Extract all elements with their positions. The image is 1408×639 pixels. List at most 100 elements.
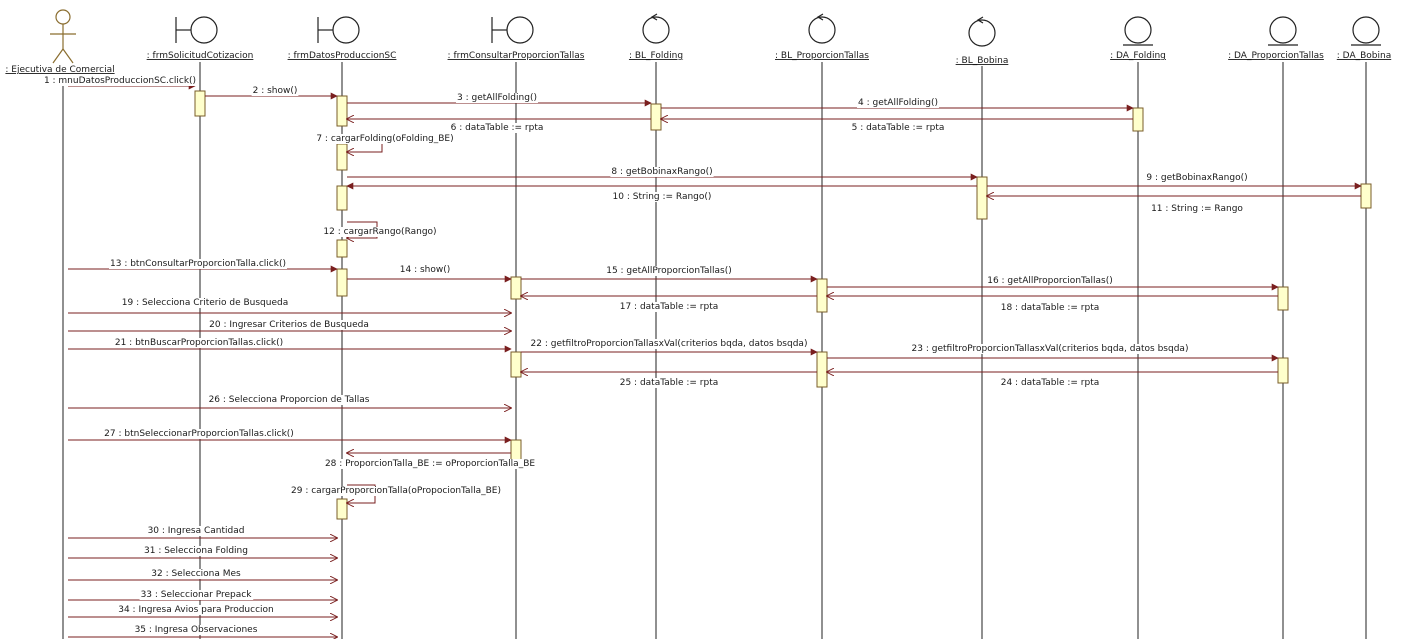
activation-bar	[976, 176, 988, 220]
participant-blFolding: : BL_Folding	[629, 13, 683, 61]
activation-bar	[1277, 286, 1289, 311]
participant-blProporcion: : BL_ProporcionTallas	[775, 13, 869, 61]
actor-icon	[50, 9, 76, 64]
message-20: 20 : Ingresar Criterios de Busqueda	[68, 320, 511, 331]
message-18: 18 : dataTable := rpta	[827, 296, 1278, 313]
message-label: 2 : show()	[253, 86, 298, 96]
message-21: 21 : btnBuscarProporcionTallas.click()	[68, 338, 512, 353]
participant-label: : DA_Folding	[1110, 51, 1166, 61]
message-label: 22 : getfiltroProporcionTallasxVal(crite…	[531, 339, 808, 349]
participant-blBobina: : BL_Bobina	[956, 16, 1009, 66]
control-icon	[968, 16, 996, 47]
message-label: 3 : getAllFolding()	[457, 93, 537, 103]
message-3: 3 : getAllFolding()	[347, 93, 652, 107]
participant-daBobina: : DA_Bobina	[1337, 16, 1391, 61]
message-15: 15 : getAllProporcionTallas()	[521, 266, 818, 283]
message-26: 26 : Selecciona Proporcion de Tallas	[68, 395, 511, 408]
message-1: 1 : mnuDatosProduccionSC.click()	[42, 76, 198, 90]
participant-label: : DA_ProporcionTallas	[1228, 51, 1324, 61]
participant-label: : DA_Bobina	[1337, 51, 1391, 61]
message-label: 30 : Ingresa Cantidad	[148, 526, 245, 536]
activation-bar	[1277, 357, 1289, 384]
message-10: 10 : String := Rango()	[346, 182, 977, 202]
message-label: 6 : dataTable := rpta	[451, 123, 544, 133]
participant-frmConsultar: : frmConsultarProporcionTallas	[448, 16, 585, 61]
message-2: 2 : show()	[205, 86, 338, 100]
participant-label: : BL_ProporcionTallas	[775, 51, 869, 61]
message-32: 32 : Selecciona Mes	[68, 569, 337, 580]
message-35: 35 : Ingresa Observaciones	[68, 625, 337, 637]
message-label: 9 : getBobinaxRango()	[1146, 173, 1247, 183]
entity-icon	[1123, 16, 1153, 46]
boundary-icon	[175, 16, 218, 44]
participant-ejecutiva: : Ejecutiva de Comercial	[5, 9, 115, 75]
participant-label: : frmDatosProduccionSC	[288, 51, 397, 61]
message-label: 28 : ProporcionTalla_BE := oProporcionTa…	[325, 459, 535, 469]
activation-bar	[510, 276, 522, 300]
activation-bar	[336, 95, 348, 127]
message-label: 12 : cargarRango(Rango)	[323, 227, 436, 237]
message-label: 35 : Ingresa Observaciones	[135, 625, 258, 635]
message-label: 1 : mnuDatosProduccionSC.click()	[44, 76, 196, 86]
message-label: 20 : Ingresar Criterios de Busqueda	[209, 320, 369, 330]
message-label: 10 : String := Rango()	[613, 192, 712, 202]
message-label: 26 : Selecciona Proporcion de Tallas	[209, 395, 370, 405]
message-28: 28 : ProporcionTalla_BE := oProporcionTa…	[323, 453, 537, 469]
message-label: 18 : dataTable := rpta	[1001, 303, 1100, 313]
message-17: 17 : dataTable := rpta	[521, 296, 817, 312]
entity-icon	[1351, 16, 1381, 46]
message-label: 4 : getAllFolding()	[858, 98, 938, 108]
message-label: 17 : dataTable := rpta	[620, 302, 719, 312]
message-19: 19 : Selecciona Criterio de Busqueda	[68, 298, 511, 313]
message-label: 24 : dataTable := rpta	[1001, 378, 1100, 388]
control-icon	[642, 13, 670, 44]
activation-bar	[510, 351, 522, 378]
participant-label: : Ejecutiva de Comercial	[5, 65, 114, 75]
message-label: 27 : btnSeleccionarProporcionTallas.clic…	[104, 429, 294, 439]
entity-icon	[1268, 16, 1298, 46]
boundary-icon	[317, 16, 360, 44]
message-7: 7 : cargarFolding(oFolding_BE)	[315, 134, 455, 152]
message-label: 11 : String := Rango	[1151, 204, 1243, 214]
message-label: 15 : getAllProporcionTallas()	[606, 266, 732, 276]
message-4: 4 : getAllFolding()	[661, 98, 1134, 112]
message-9: 9 : getBobinaxRango()	[987, 173, 1362, 190]
participant-label: : BL_Folding	[629, 51, 683, 61]
message-34: 34 : Ingresa Avios para Produccion	[68, 605, 337, 617]
message-label: 7 : cargarFolding(oFolding_BE)	[316, 134, 453, 144]
activation-bar	[336, 143, 348, 171]
control-icon	[808, 13, 836, 44]
participant-daFolding: : DA_Folding	[1110, 16, 1166, 61]
message-label: 29 : cargarProporcionTalla(oPropocionTal…	[291, 486, 501, 496]
participant-label: : frmSolicitudCotizacion	[147, 51, 254, 61]
message-31: 31 : Selecciona Folding	[68, 546, 337, 558]
activation-bar	[194, 90, 206, 117]
participant-frmSolicitud: : frmSolicitudCotizacion	[147, 16, 254, 61]
message-13: 13 : btnConsultarProporcionTalla.click()	[68, 259, 338, 273]
message-label: 25 : dataTable := rpta	[620, 378, 719, 388]
message-label: 13 : btnConsultarProporcionTalla.click()	[110, 259, 286, 269]
message-5: 5 : dataTable := rpta	[661, 119, 1133, 133]
activation-bar	[650, 103, 662, 131]
activation-bar	[1132, 107, 1144, 132]
message-12: 12 : cargarRango(Rango)	[322, 221, 438, 238]
activation-bar	[816, 278, 828, 313]
message-30: 30 : Ingresa Cantidad	[68, 526, 337, 538]
participant-label: : BL_Bobina	[956, 56, 1009, 66]
message-label: 14 : show()	[400, 265, 451, 275]
activation-bar	[1360, 183, 1372, 209]
message-25: 25 : dataTable := rpta	[521, 372, 817, 388]
message-27: 27 : btnSeleccionarProporcionTallas.clic…	[68, 429, 512, 444]
message-16: 16 : getAllProporcionTallas()	[827, 276, 1279, 291]
activation-bar	[336, 498, 348, 520]
message-label: 31 : Selecciona Folding	[144, 546, 248, 556]
activation-bar	[336, 239, 348, 258]
activation-bar	[336, 268, 348, 297]
activation-bar	[336, 185, 348, 211]
message-label: 34 : Ingresa Avios para Produccion	[118, 605, 274, 615]
participant-label: : frmConsultarProporcionTallas	[448, 51, 585, 61]
message-8: 8 : getBobinaxRango()	[347, 167, 978, 181]
message-label: 32 : Selecciona Mes	[151, 569, 241, 579]
participant-daProporcion: : DA_ProporcionTallas	[1228, 16, 1324, 61]
message-label: 19 : Selecciona Criterio de Busqueda	[122, 298, 288, 308]
